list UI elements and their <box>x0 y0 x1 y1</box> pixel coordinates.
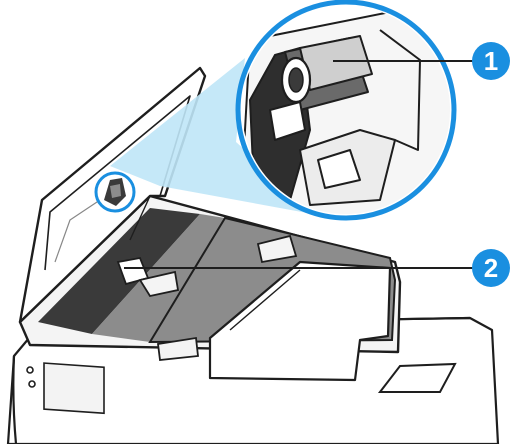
roller-highlight-circle <box>96 173 134 211</box>
magnified-inset <box>238 2 460 220</box>
callout-2-number: 2 <box>484 253 498 283</box>
callout-1-number: 1 <box>484 46 498 76</box>
